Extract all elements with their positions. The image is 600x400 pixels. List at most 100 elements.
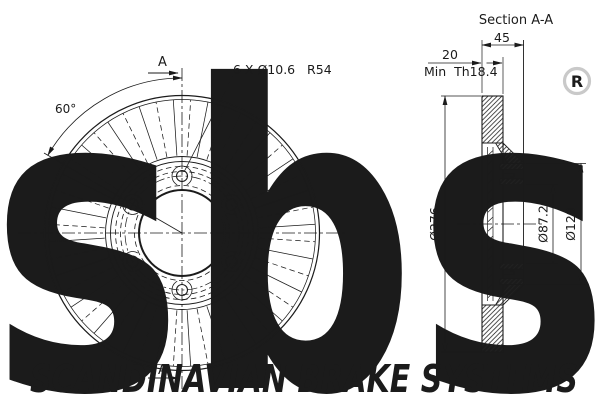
min-thickness-tick xyxy=(487,283,493,289)
dim-label-min-thickness: Min Th18.4 xyxy=(424,64,498,79)
bolt-hole-spotface-arc xyxy=(171,165,193,186)
radial-vent-line-hidden xyxy=(259,237,316,243)
hat-transition-circle-outer xyxy=(105,156,259,310)
radial-vent-line-hidden xyxy=(55,189,109,209)
flange-section-bottom-outer xyxy=(499,278,524,285)
min-thickness-tick xyxy=(487,274,493,279)
friction-ring-section-bottom xyxy=(481,304,504,353)
registered-circle xyxy=(562,66,592,96)
radial-vent-line xyxy=(251,266,302,293)
radial-vent-line xyxy=(62,173,113,200)
section-letter-top: A xyxy=(158,55,167,70)
radial-vent-line-hidden xyxy=(246,275,294,308)
radial-vent-line-hidden xyxy=(257,206,313,219)
radial-vent-line xyxy=(224,297,257,345)
radial-vent-line-hidden xyxy=(255,257,309,277)
angle-dimension-arc xyxy=(47,75,183,157)
radial-vent-line xyxy=(155,308,168,364)
radial-vent-line-hidden xyxy=(62,266,113,293)
radial-vent-line-hidden xyxy=(48,223,105,229)
min-thickness-tick xyxy=(487,236,493,241)
min-thickness-tick xyxy=(487,264,493,270)
radial-vent-line xyxy=(257,247,313,260)
section-letter-bottom: A xyxy=(158,363,167,378)
hat-cone-section-bottom xyxy=(494,284,526,306)
bolt-hole-leader-line xyxy=(184,75,234,172)
hat-cone-section-top xyxy=(494,142,526,164)
radial-vent-line xyxy=(93,291,132,334)
radial-vent-line-hidden xyxy=(251,173,302,200)
radial-vent-line xyxy=(51,206,107,219)
min-thickness-tick xyxy=(487,217,493,222)
registered-letter: R xyxy=(571,72,583,91)
bolt-hole-spotface-arc xyxy=(122,251,144,272)
radial-vent-line-hidden xyxy=(232,291,271,334)
bolt-hole-silhouette-top xyxy=(503,173,515,178)
min-thickness-tick xyxy=(487,255,493,260)
footer-brand-text: SCANDINAVIAN BRAKE SYSTEMS xyxy=(30,357,578,400)
section-view xyxy=(428,40,586,353)
bolt-hole xyxy=(225,255,238,268)
dim-label-bore-diameter: Ø87.2 xyxy=(536,205,551,243)
min-thickness-tick xyxy=(487,188,493,194)
radial-vent-line-hidden xyxy=(240,144,283,183)
radial-vent-line-hidden xyxy=(172,310,178,367)
center-bore-circle xyxy=(138,189,226,277)
radial-vent-line xyxy=(48,237,105,243)
radial-vent-line-hidden xyxy=(215,302,242,353)
radial-vent-line xyxy=(122,302,149,353)
radial-vent-line-hidden xyxy=(206,106,226,160)
radial-vent-line xyxy=(240,283,283,322)
dim-label-width-45: 45 xyxy=(494,30,510,45)
radial-vent-line-hidden xyxy=(186,99,192,156)
dim-label-thickness-20: 20 xyxy=(442,47,458,62)
bolt-circle-centerline xyxy=(124,175,240,291)
radial-vent-line-hidden xyxy=(107,297,140,345)
flange-section-bottom-inner xyxy=(499,263,524,270)
hidden-circle-flange xyxy=(120,171,244,295)
hat-transition-circle-inner xyxy=(110,161,254,305)
radial-vent-line xyxy=(259,223,316,229)
section-title: Section A-A xyxy=(479,13,553,28)
friction-ring-section-top xyxy=(481,95,504,144)
min-thickness-tick xyxy=(487,198,493,203)
radial-vent-line xyxy=(70,275,118,308)
min-thickness-tick xyxy=(487,207,493,213)
dim-label-flange-diameter: Ø129 xyxy=(563,207,578,241)
bolt-hole-spotface-arc xyxy=(220,251,242,272)
angle-label: 60° xyxy=(55,102,76,116)
flange-section-top-inner xyxy=(499,178,524,185)
radial-vent-line-hidden xyxy=(138,306,158,360)
bolt-hole xyxy=(175,283,189,297)
bolt-hole xyxy=(225,198,238,211)
radial-vent-line-hidden xyxy=(224,121,257,169)
radial-vent-line-hidden xyxy=(196,308,209,364)
bolt-hole xyxy=(175,169,189,183)
registered-trademark-icon: R xyxy=(562,66,592,96)
bolt-hole xyxy=(126,255,139,268)
min-thickness-tick xyxy=(487,179,493,184)
wear-limit-ticks xyxy=(487,150,493,298)
min-thickness-tick xyxy=(487,160,493,165)
min-thickness-tick xyxy=(487,169,493,175)
radial-vent-line xyxy=(206,306,226,360)
radial-vent-line-hidden xyxy=(51,247,107,260)
min-thickness-tick xyxy=(487,293,493,298)
bolt-pattern-label: 6 X Ø10.6 R54 xyxy=(233,62,332,77)
bolt-hole-spotface-arc xyxy=(220,194,242,215)
min-thickness-tick xyxy=(487,245,493,251)
bolt-hole-spotface-arc xyxy=(171,280,193,301)
radial-vent-line xyxy=(255,189,309,209)
radial-vent-line xyxy=(215,113,242,164)
min-thickness-tick xyxy=(487,150,493,156)
radial-vent-line xyxy=(246,158,294,191)
hidden-circle-outer xyxy=(115,166,249,300)
bolt-circle-radius-line xyxy=(43,152,183,234)
radial-vent-line-hidden xyxy=(70,158,118,191)
dim-label-outer-diameter: Ø276 xyxy=(427,207,442,241)
radial-vent-line xyxy=(196,102,209,158)
